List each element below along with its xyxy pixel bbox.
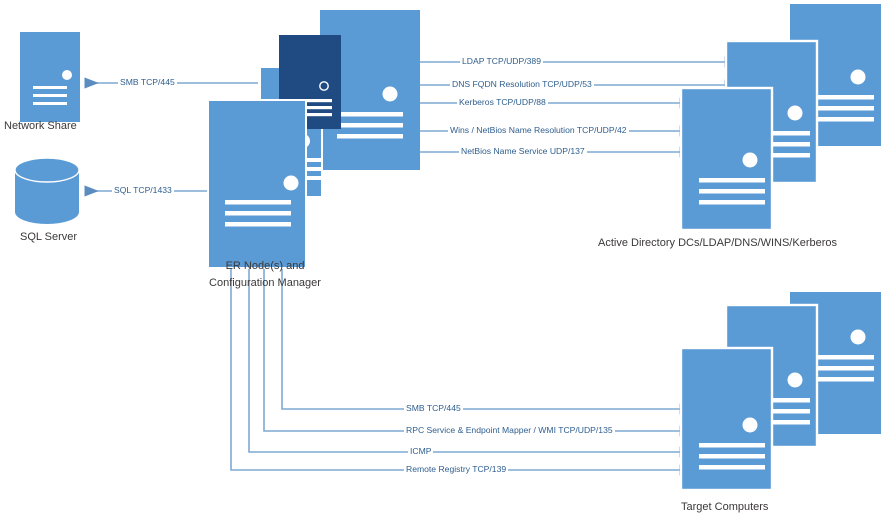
label-target-computers: Target Computers — [681, 501, 769, 513]
conn-label-dns: DNS FQDN Resolution TCP/UDP/53 — [450, 79, 594, 89]
connector-smb-target — [281, 268, 694, 415]
label-er-node-line2: Configuration Manager — [209, 277, 321, 289]
label-er-node: ER Node(s) and Configuration Manager — [180, 258, 350, 292]
connector-icmp — [248, 268, 694, 458]
node-er-node[interactable] — [207, 10, 420, 269]
node-active-directory[interactable] — [679, 4, 881, 232]
node-target-computers[interactable] — [679, 292, 881, 492]
connector-rpc — [263, 268, 694, 437]
conn-label-ldap: LDAP TCP/UDP/389 — [460, 56, 543, 66]
conn-label-wins: Wins / NetBios Name Resolution TCP/UDP/4… — [448, 125, 629, 135]
conn-label-kerberos: Kerberos TCP/UDP/88 — [457, 97, 548, 107]
conn-label-icmp: ICMP — [408, 446, 434, 456]
node-network-share[interactable] — [20, 32, 80, 122]
conn-label-sql: SQL TCP/1433 — [112, 185, 174, 195]
label-er-node-line1: ER Node(s) and — [225, 260, 305, 272]
conn-label-netbios: NetBios Name Service UDP/137 — [459, 146, 587, 156]
connector-remote-registry — [230, 268, 694, 476]
conn-label-rpc: RPC Service & Endpoint Mapper / WMI TCP/… — [404, 425, 615, 435]
conn-label-smb-target: SMB TCP/445 — [404, 403, 463, 413]
conn-label-remote-registry: Remote Registry TCP/139 — [404, 464, 509, 474]
label-sql-server: SQL Server — [20, 231, 78, 243]
node-sql-server[interactable] — [14, 157, 80, 224]
label-network-share: Network Share — [4, 120, 77, 132]
label-active-directory: Active Directory DCs/LDAP/DNS/WINS/Kerbe… — [598, 237, 837, 249]
conn-label-smb-share: SMB TCP/445 — [118, 77, 177, 87]
